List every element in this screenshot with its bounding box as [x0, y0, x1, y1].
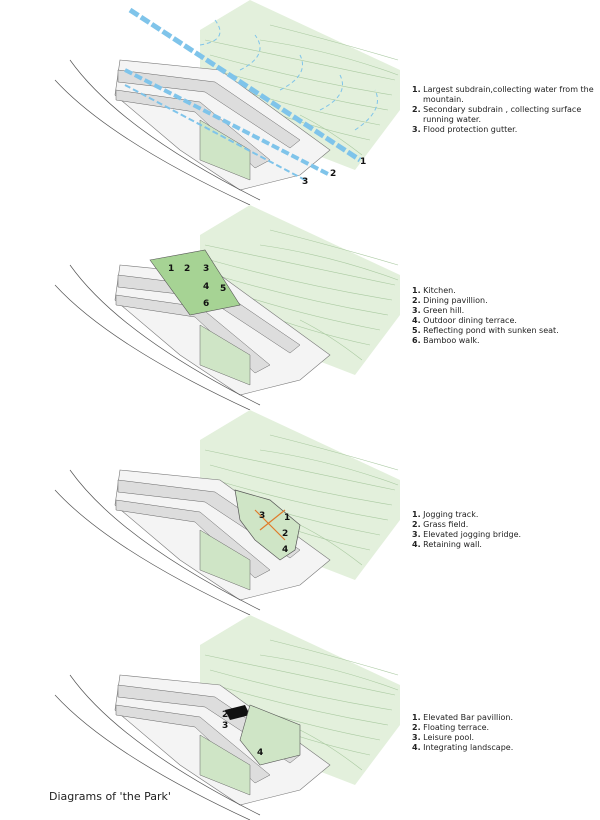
marker-2: 2 [222, 710, 228, 720]
legend-item: 2. Grass field. [412, 520, 469, 529]
marker-2: 2 [184, 264, 190, 274]
marker-4: 4 [257, 748, 263, 758]
dining-site-diagram: 1 2 3 4 5 6 [54, 205, 400, 410]
marker-3: 3 [222, 721, 228, 731]
marker-3: 3 [259, 511, 265, 521]
marker-1: 1 [360, 157, 366, 167]
diagram-panel-dining: 1 2 3 4 5 6 [0, 205, 400, 410]
marker-3: 3 [203, 264, 209, 274]
diagram-panel-drainage: 1 2 3 [0, 0, 400, 205]
drainage-site-diagram: 1 2 3 [54, 0, 400, 205]
legend-item: 4. Outdoor dining terrace. [412, 316, 517, 325]
legend-item: 1. Elevated Bar pavillion. [412, 713, 514, 722]
jogging-site-diagram: 1 2 3 4 [54, 410, 400, 615]
legend-item: 5. Reflecting pond with sunken seat. [412, 326, 559, 335]
legend-item: 4. Integrating landscape. [412, 743, 514, 752]
bar-site-diagram: 1 2 3 4 [54, 615, 400, 820]
legend-jogging: 1. Jogging track. 2. Grass field. 3. Ele… [412, 510, 521, 550]
marker-2: 2 [282, 529, 288, 539]
marker-2: 2 [330, 169, 336, 179]
marker-4: 4 [282, 545, 288, 555]
legend-item: 6. Bamboo walk. [412, 336, 480, 345]
legend-item: 3. Leisure pool. [412, 733, 475, 742]
marker-5: 5 [220, 284, 226, 294]
legend-bar: 1. Elevated Bar pavillion. 2. Floating t… [412, 713, 513, 753]
marker-1: 1 [284, 513, 290, 523]
diagram-panel-jogging: 1 2 3 4 [0, 410, 400, 615]
legend-dining: 1. Kitchen. 2. Dining pavillion. 3. Gree… [412, 286, 559, 346]
marker-4: 4 [203, 282, 209, 292]
legend-item: 3. Flood protection gutter. [412, 125, 518, 134]
legend-item: 2. Secondary subdrain , collecting surfa… [412, 105, 582, 124]
legend-item: 4. Retaining wall. [412, 540, 482, 549]
legend-item: 2. Dining pavillion. [412, 296, 488, 305]
marker-1: 1 [168, 264, 174, 274]
legend-item: 1. Kitchen. [412, 286, 456, 295]
marker-6: 6 [203, 299, 209, 309]
legend-item: 1. Largest subdrain,collecting water fro… [412, 85, 594, 104]
figure-caption: Diagrams of 'the Park' [49, 790, 171, 803]
marker-1: 1 [240, 708, 246, 718]
legend-drainage: 1. Largest subdrain,collecting water fro… [412, 85, 600, 135]
legend-item: 1. Jogging track. [412, 510, 479, 519]
legend-item: 3. Elevated jogging bridge. [412, 530, 522, 539]
legend-item: 2. Floating terrace. [412, 723, 490, 732]
diagram-panel-bar: 1 2 3 4 [0, 615, 400, 820]
marker-3: 3 [302, 177, 308, 187]
legend-item: 3. Green hill. [412, 306, 465, 315]
